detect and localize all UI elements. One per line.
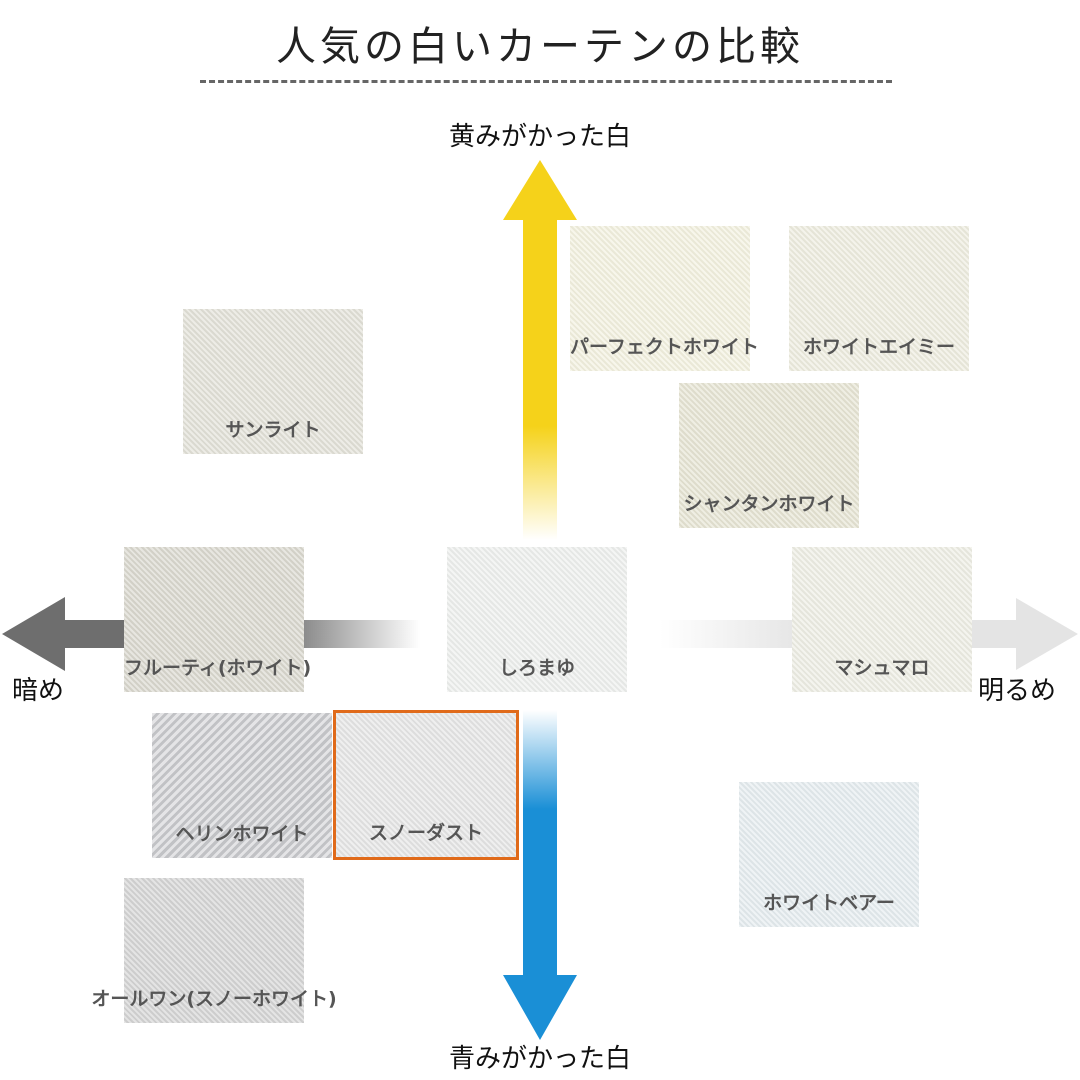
blue-arrow-down xyxy=(503,710,577,1040)
swatch-label: しろまゆ xyxy=(498,657,575,679)
swatch-label: ホワイトエイミー xyxy=(802,336,955,358)
swatch-label: ホワイトベアー xyxy=(763,892,895,914)
axis-label-top: 黄みがかった白 xyxy=(448,122,631,152)
swatch-white-bear: ホワイトベアー xyxy=(739,782,919,927)
swatch-label: シャンタンホワイト xyxy=(683,493,855,515)
swatch-perfect-white: パーフェクトホワイト xyxy=(570,226,759,371)
axis-label-left: 暗め xyxy=(12,676,65,706)
swatch-all-one-snow-white: オールワン(スノーホワイト) xyxy=(91,878,337,1023)
yellow-arrow-up xyxy=(503,160,577,540)
page-title: 人気の白いカーテンの比較 xyxy=(276,24,804,70)
swatch-herring-white: ヘリンホワイト xyxy=(152,713,332,858)
swatch-white-amy: ホワイトエイミー xyxy=(789,226,969,371)
title-divider xyxy=(200,80,892,83)
axis-label-right: 明るめ xyxy=(978,676,1057,706)
swatch-fruity-white: フルーティ(ホワイト) xyxy=(124,547,312,692)
swatch-label: オールワン(スノーホワイト) xyxy=(91,988,337,1010)
swatch-label: パーフェクトホワイト xyxy=(570,336,759,358)
axis-label-bottom: 青みがかった白 xyxy=(448,1044,631,1074)
swatch-marshmallow: マシュマロ xyxy=(792,547,972,692)
swatch-label: スノーダスト xyxy=(368,822,483,844)
swatch-shantung-white: シャンタンホワイト xyxy=(679,383,859,528)
swatch-snow-dust-highlighted: スノーダスト xyxy=(333,710,519,860)
swatch-label: マシュマロ xyxy=(834,657,930,679)
swatch-shiromayu: しろまゆ xyxy=(447,547,627,692)
swatch-label: サンライト xyxy=(225,419,321,441)
swatch-label: ヘリンホワイト xyxy=(175,823,309,845)
swatch-label: フルーティ(ホワイト) xyxy=(124,657,312,679)
swatch-sunlight: サンライト xyxy=(183,309,363,454)
